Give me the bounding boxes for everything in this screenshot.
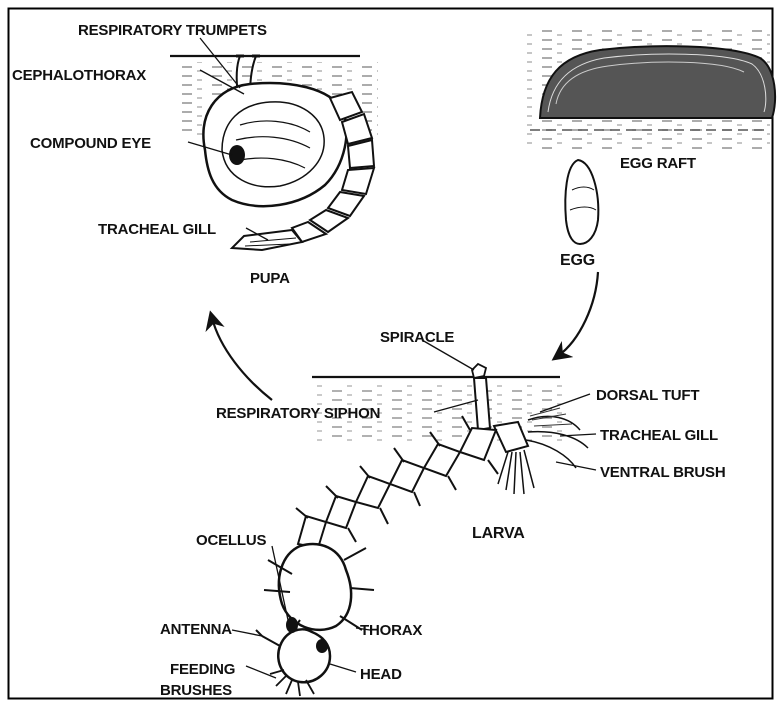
label-respiratory-trumpets: RESPIRATORY TRUMPETS xyxy=(78,22,267,39)
label-tracheal-gill-larva: TRACHEAL GILL xyxy=(600,427,718,444)
label-spiracle: SPIRACLE xyxy=(380,329,454,346)
label-egg: EGG xyxy=(560,252,595,269)
label-pupa: PUPA xyxy=(250,270,290,287)
label-ventral-brush: VENTRAL BRUSH xyxy=(600,464,725,481)
label-tracheal-gill-pupa: TRACHEAL GILL xyxy=(98,221,216,238)
label-feeding: FEEDING xyxy=(170,661,235,678)
label-thorax: THORAX xyxy=(360,622,422,639)
label-larva: LARVA xyxy=(472,525,525,542)
label-dorsal-tuft: DORSAL TUFT xyxy=(596,387,699,404)
label-brushes: BRUSHES xyxy=(160,682,232,699)
label-ocellus: OCELLUS xyxy=(196,532,266,549)
label-head: HEAD xyxy=(360,666,402,683)
label-egg-raft: EGG RAFT xyxy=(620,155,696,172)
egg-raft-illustration xyxy=(525,30,775,150)
label-compound-eye: COMPOUND EYE xyxy=(30,135,151,152)
label-cephalothorax: CEPHALOTHORAX xyxy=(12,67,146,84)
label-antenna: ANTENNA xyxy=(160,621,232,638)
label-respiratory-siphon: RESPIRATORY SIPHON xyxy=(216,405,380,422)
